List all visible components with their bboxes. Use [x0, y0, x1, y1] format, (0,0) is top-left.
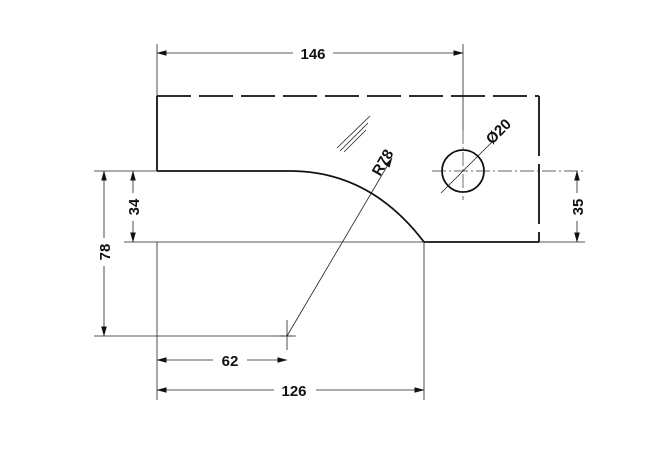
- dim-126-label: 126: [281, 383, 306, 400]
- dim-34-label: 34: [126, 198, 143, 215]
- extension-lines: [94, 44, 585, 400]
- part-outline: [156, 95, 540, 243]
- diameter-leader: [440, 141, 493, 194]
- radius-label: R78: [369, 147, 397, 179]
- dim-78-label: 78: [97, 244, 114, 261]
- radius-leader: [286, 157, 393, 337]
- glass-hatch: [336, 115, 371, 153]
- dim-35-label: 35: [570, 199, 587, 216]
- dim-146-label: 146: [300, 46, 325, 63]
- radius-arc: [289, 170, 425, 243]
- diameter-label: Ø20: [483, 116, 515, 148]
- dim-62-label: 62: [222, 353, 239, 370]
